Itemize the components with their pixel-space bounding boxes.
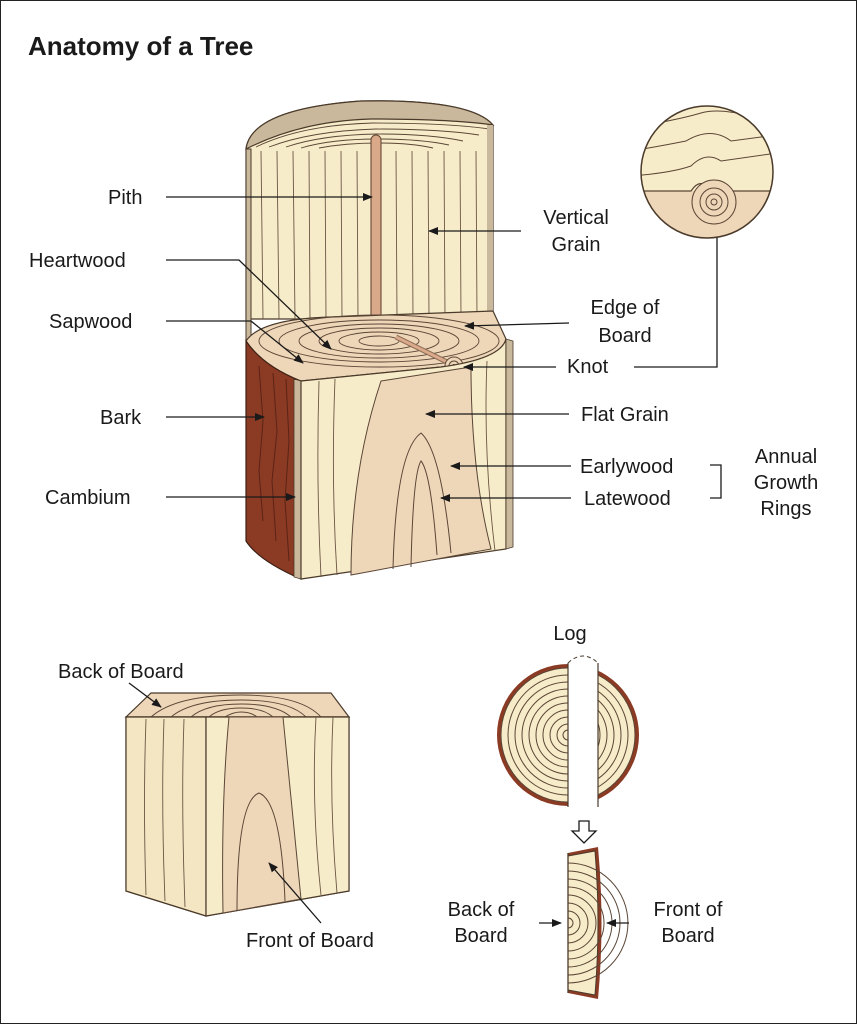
tree-section-illustration xyxy=(245,100,514,580)
label-earlywood: Earlywood xyxy=(580,456,673,478)
knot-detail-inset xyxy=(640,105,774,239)
label-front-of-board-2-line2: Board xyxy=(661,925,714,947)
label-back-of-board-2-line1: Back of xyxy=(448,899,515,921)
label-front-of-board-2-line1: Front of xyxy=(654,899,723,921)
label-annual-line3: Rings xyxy=(760,498,811,520)
label-edge-of-board-line1: Edge of xyxy=(591,297,660,319)
log-cross-section xyxy=(497,655,639,809)
diagram-title: Anatomy of a Tree xyxy=(28,31,253,61)
label-pith: Pith xyxy=(108,187,142,209)
pith-strip xyxy=(370,134,382,328)
label-bark: Bark xyxy=(100,407,142,429)
label-vertical-grain-line1: Vertical xyxy=(543,207,609,229)
label-annual-line2: Growth xyxy=(754,472,818,494)
label-front-of-board: Front of Board xyxy=(246,930,374,952)
label-log: Log xyxy=(553,623,586,645)
label-vertical-grain-line2: Grain xyxy=(552,234,601,256)
cut-board-slice xyxy=(567,847,629,999)
label-latewood: Latewood xyxy=(584,488,671,510)
label-knot: Knot xyxy=(567,356,609,378)
label-heartwood: Heartwood xyxy=(29,250,126,272)
down-arrow-icon xyxy=(570,820,598,844)
label-cambium: Cambium xyxy=(45,487,131,509)
label-back-of-board: Back of Board xyxy=(58,661,184,683)
label-back-of-board-2-line2: Board xyxy=(454,925,507,947)
label-edge-of-board-line2: Board xyxy=(598,325,651,347)
label-annual-line1: Annual xyxy=(755,446,817,468)
label-flat-grain: Flat Grain xyxy=(581,404,669,426)
label-sapwood: Sapwood xyxy=(49,311,132,333)
board-illustration xyxy=(124,692,351,917)
